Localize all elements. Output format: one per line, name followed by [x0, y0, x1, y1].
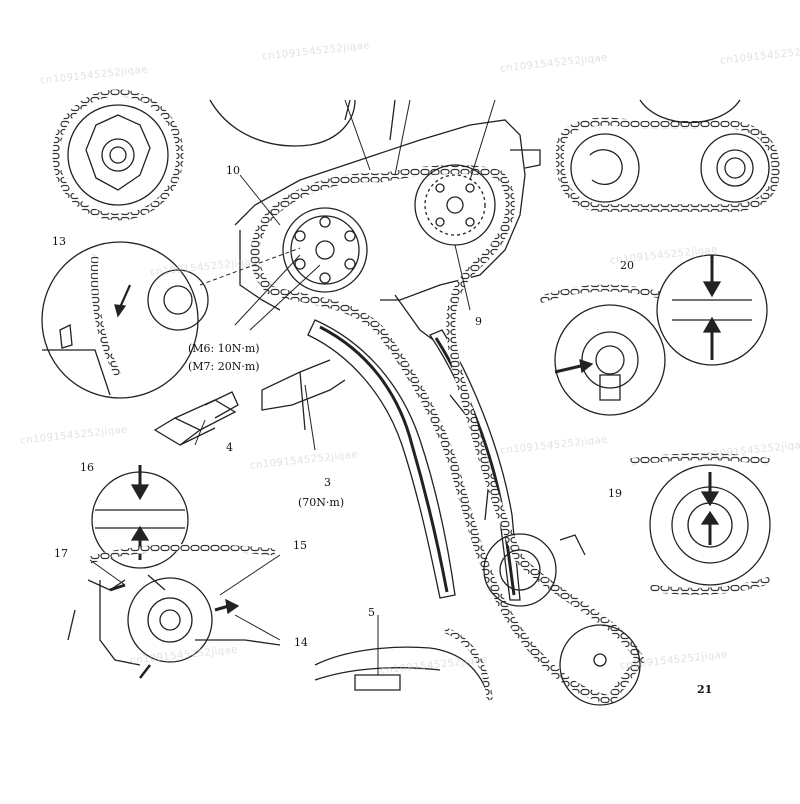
- main-timing-chain: [250, 164, 646, 705]
- zoom-detail-16: [91, 465, 189, 569]
- chain-guide-left: [307, 319, 456, 599]
- top-left-sprocket-detail: [52, 89, 184, 221]
- callout-21: 21: [697, 683, 713, 696]
- leader-13: [199, 247, 301, 286]
- tensioner-bolt: [153, 391, 239, 446]
- upper-right-chain: [555, 117, 780, 213]
- leader-lines: [89, 99, 496, 675]
- callout-16: 16: [80, 461, 94, 474]
- zoom-detail-20: [538, 254, 768, 416]
- callout-20: 20: [620, 259, 634, 272]
- top-circle-detail: [209, 99, 356, 147]
- callout-19: 19: [608, 487, 622, 500]
- callout-5: 5: [368, 606, 375, 619]
- crank-detail-5: [314, 627, 493, 701]
- callout-3: 3: [324, 476, 331, 489]
- camshaft-sprocket-right: [414, 164, 496, 246]
- callout-17: 17: [54, 547, 68, 560]
- callout-13: 13: [52, 235, 66, 248]
- callout-4: 4: [226, 441, 233, 454]
- zoom-detail-13: [41, 241, 209, 399]
- torque-spec-m6: (M6: 10N·m): [188, 342, 260, 355]
- zoom-detail-lower-left: [67, 543, 281, 679]
- camshaft-sprocket-left: [282, 207, 368, 293]
- torque-spec-m7: (M7: 20N·m): [188, 360, 260, 373]
- crankshaft-sprocket: [483, 533, 641, 706]
- callout-14: 14: [294, 636, 308, 649]
- upper-right-sprockets: [570, 99, 770, 203]
- callout-15: 15: [293, 539, 307, 552]
- callout-10: 10: [226, 164, 240, 177]
- callout-9: 9: [475, 315, 482, 328]
- zoom-detail-19: [629, 453, 772, 595]
- torque-spec-tensioner: (70N·m): [298, 496, 345, 509]
